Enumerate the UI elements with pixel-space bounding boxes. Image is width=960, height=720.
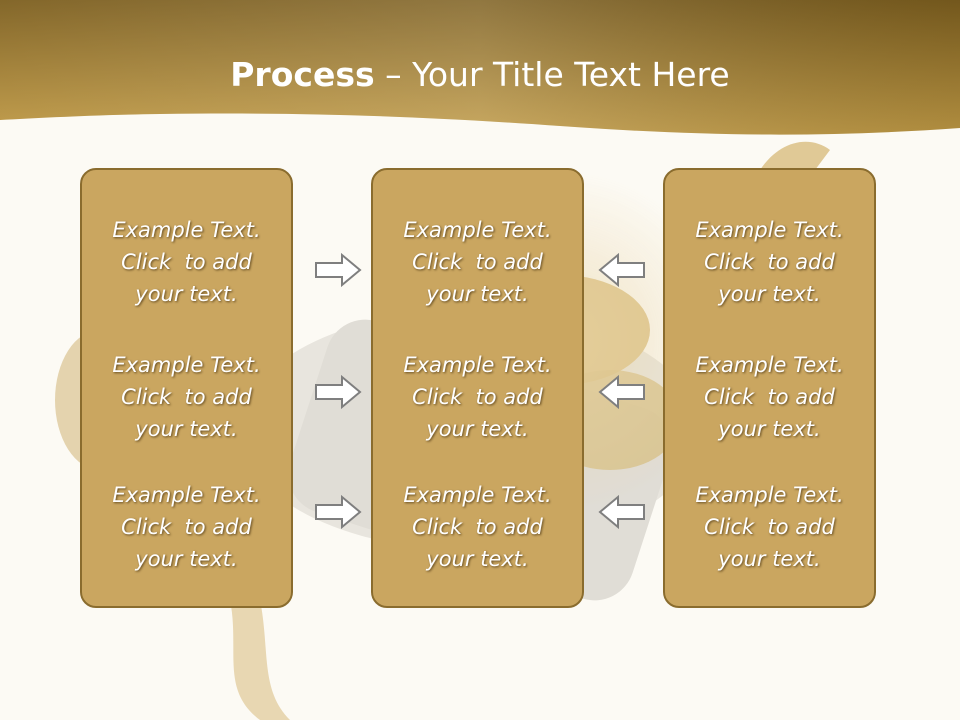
text-line: Example Text. (403, 483, 552, 507)
text-placeholder[interactable]: Example Text. Click to add your text. (82, 214, 291, 310)
text-line: Example Text. (112, 218, 261, 242)
text-line: Click to add (121, 250, 252, 274)
text-placeholder[interactable]: Example Text. Click to add your text. (665, 479, 874, 575)
text-line: Example Text. (112, 353, 261, 377)
text-placeholder[interactable]: Example Text. Click to add your text. (373, 349, 582, 445)
title-bold-text: Process (230, 55, 375, 94)
text-line: Example Text. (695, 353, 844, 377)
text-placeholder[interactable]: Example Text. Click to add your text. (373, 214, 582, 310)
text-line: Click to add (412, 250, 543, 274)
left-arrow-icon (598, 495, 645, 529)
text-line: your text. (718, 282, 821, 306)
process-box-center[interactable]: Example Text. Click to add your text. Ex… (371, 168, 584, 608)
text-line: Click to add (704, 385, 835, 409)
text-line: your text. (426, 417, 529, 441)
text-line: Example Text. (403, 218, 552, 242)
text-line: Example Text. (112, 483, 261, 507)
text-line: Example Text. (695, 483, 844, 507)
text-line: your text. (135, 282, 238, 306)
text-placeholder[interactable]: Example Text. Click to add your text. (665, 214, 874, 310)
process-box-left[interactable]: Example Text. Click to add your text. Ex… (80, 168, 293, 608)
text-line: Click to add (121, 385, 252, 409)
text-placeholder[interactable]: Example Text. Click to add your text. (82, 479, 291, 575)
right-arrow-icon (315, 495, 362, 529)
title-rest-text: – Your Title Text Here (374, 55, 730, 94)
process-box-right[interactable]: Example Text. Click to add your text. Ex… (663, 168, 876, 608)
text-placeholder[interactable]: Example Text. Click to add your text. (665, 349, 874, 445)
text-placeholder[interactable]: Example Text. Click to add your text. (373, 479, 582, 575)
text-line: your text. (718, 417, 821, 441)
text-line: Example Text. (695, 218, 844, 242)
right-arrow-icon (315, 253, 362, 287)
left-arrow-icon (598, 375, 645, 409)
text-line: your text. (135, 417, 238, 441)
right-arrow-icon (315, 375, 362, 409)
text-line: Click to add (121, 515, 252, 539)
header-band (0, 0, 960, 135)
text-line: Click to add (412, 515, 543, 539)
text-line: Example Text. (403, 353, 552, 377)
text-line: Click to add (412, 385, 543, 409)
left-arrow-icon (598, 253, 645, 287)
slide-title[interactable]: Process – Your Title Text Here (0, 52, 960, 98)
text-line: your text. (426, 547, 529, 571)
text-line: Click to add (704, 250, 835, 274)
text-line: your text. (718, 547, 821, 571)
text-line: Click to add (704, 515, 835, 539)
text-line: your text. (135, 547, 238, 571)
text-line: your text. (426, 282, 529, 306)
text-placeholder[interactable]: Example Text. Click to add your text. (82, 349, 291, 445)
